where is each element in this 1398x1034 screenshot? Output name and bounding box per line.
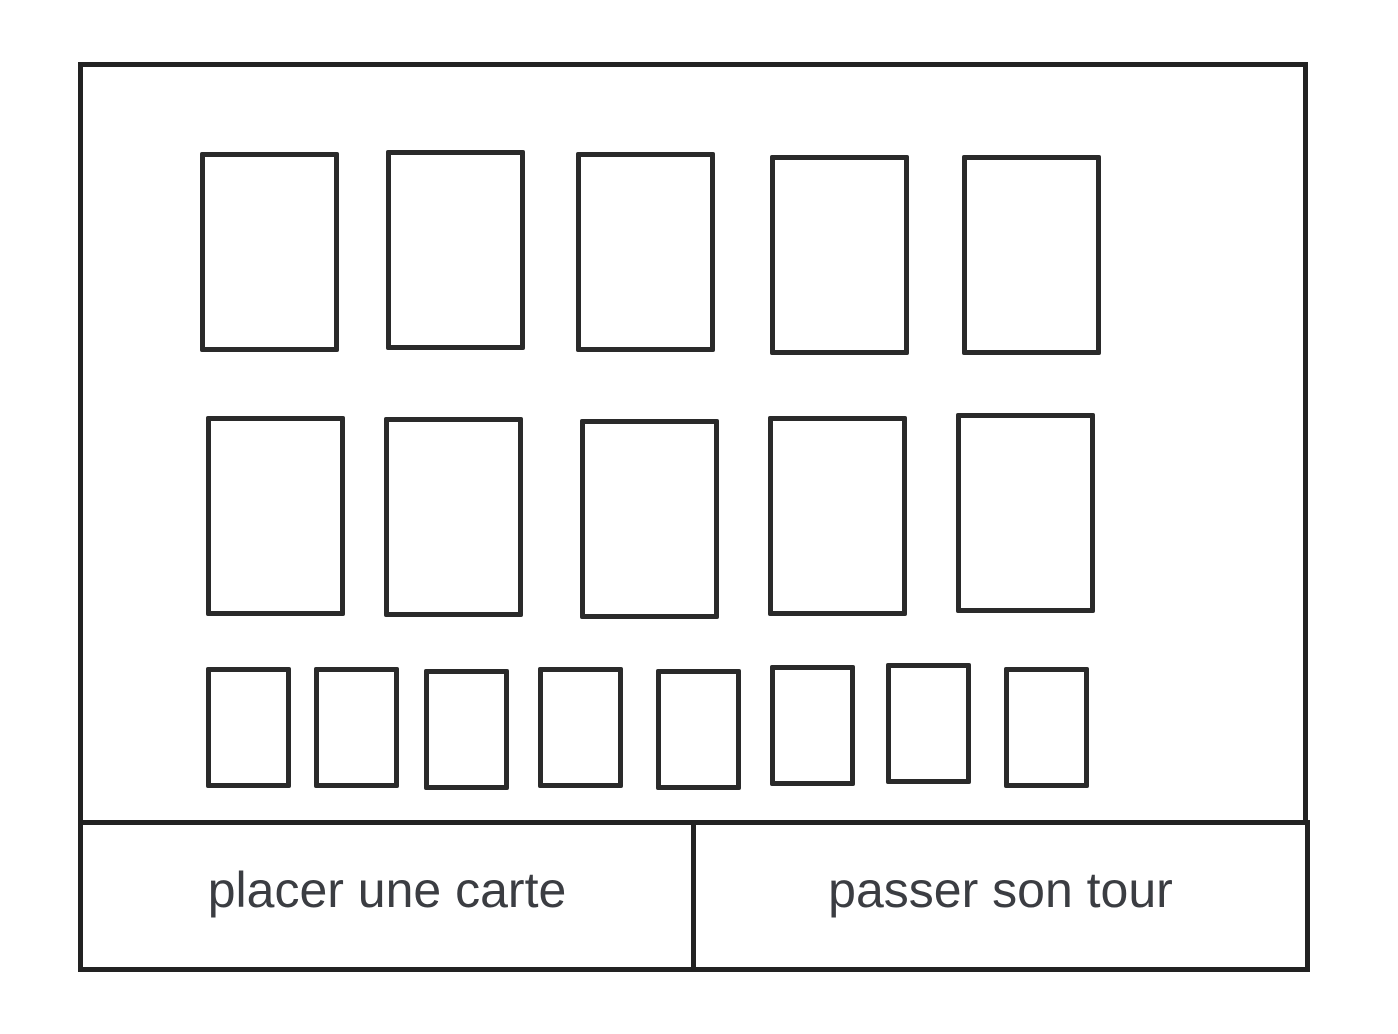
board-card-slot-row1-1[interactable] — [200, 152, 339, 352]
board-card-slot-row1-4[interactable] — [770, 155, 909, 355]
hand-card-1[interactable] — [206, 667, 291, 788]
hand-card-5[interactable] — [656, 669, 741, 790]
board-card-slot-row2-5[interactable] — [956, 413, 1095, 613]
action-bar: placer une carte passer son tour — [78, 820, 1310, 972]
hand-card-4[interactable] — [538, 667, 623, 788]
board-card-slot-row1-3[interactable] — [576, 152, 715, 352]
board-card-slot-row2-4[interactable] — [768, 416, 907, 616]
board-card-slot-row2-3[interactable] — [580, 419, 719, 619]
board-card-slot-row2-2[interactable] — [384, 417, 523, 617]
hand-card-2[interactable] — [314, 667, 399, 788]
board-card-slot-row1-2[interactable] — [386, 150, 525, 350]
hand-card-6[interactable] — [770, 665, 855, 786]
game-board — [78, 62, 1308, 822]
board-card-slot-row2-1[interactable] — [206, 416, 345, 616]
hand-card-8[interactable] — [1004, 667, 1089, 788]
hand-card-7[interactable] — [886, 663, 971, 784]
board-card-slot-row1-5[interactable] — [962, 155, 1101, 355]
place-card-button[interactable]: placer une carte — [78, 820, 696, 972]
pass-turn-button[interactable]: passer son tour — [696, 820, 1310, 972]
hand-card-3[interactable] — [424, 669, 509, 790]
